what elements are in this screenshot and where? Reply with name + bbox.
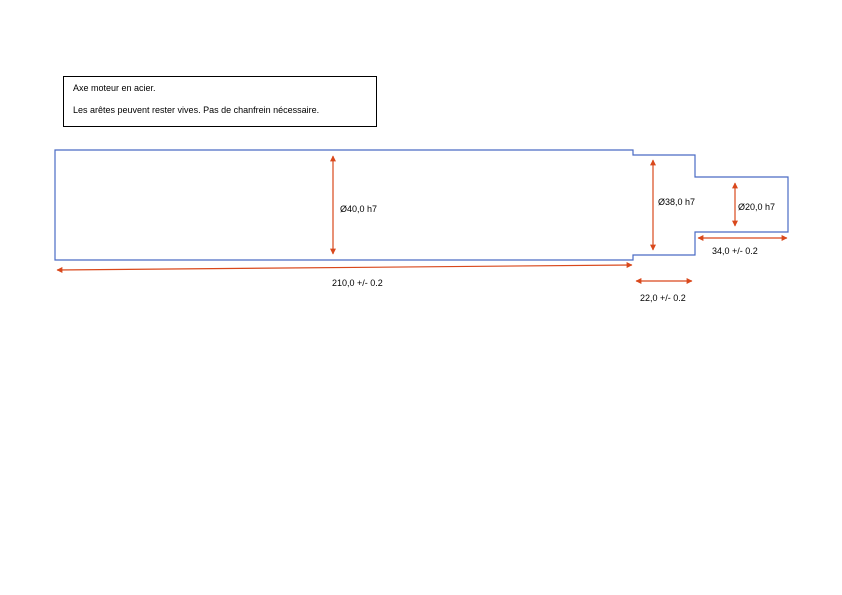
length-main-arrow [56, 262, 633, 273]
shaft-outline [54, 149, 789, 261]
diameter-middle-label: Ø38,0 h7 [658, 197, 695, 207]
length-end-label: 34,0 +/- 0.2 [712, 246, 758, 256]
diameter-main-label: Ø40,0 h7 [340, 204, 377, 214]
length-middle-label: 22,0 +/- 0.2 [640, 293, 686, 303]
note-box: Axe moteur en acier. Les arêtes peuvent … [63, 76, 377, 127]
note-material-text: Axe moteur en acier. [73, 83, 156, 93]
diameter-end-label: Ø20,0 h7 [738, 202, 775, 212]
length-main-label: 210,0 +/- 0.2 [332, 278, 383, 288]
note-edges-text: Les arêtes peuvent rester vives. Pas de … [73, 105, 320, 115]
